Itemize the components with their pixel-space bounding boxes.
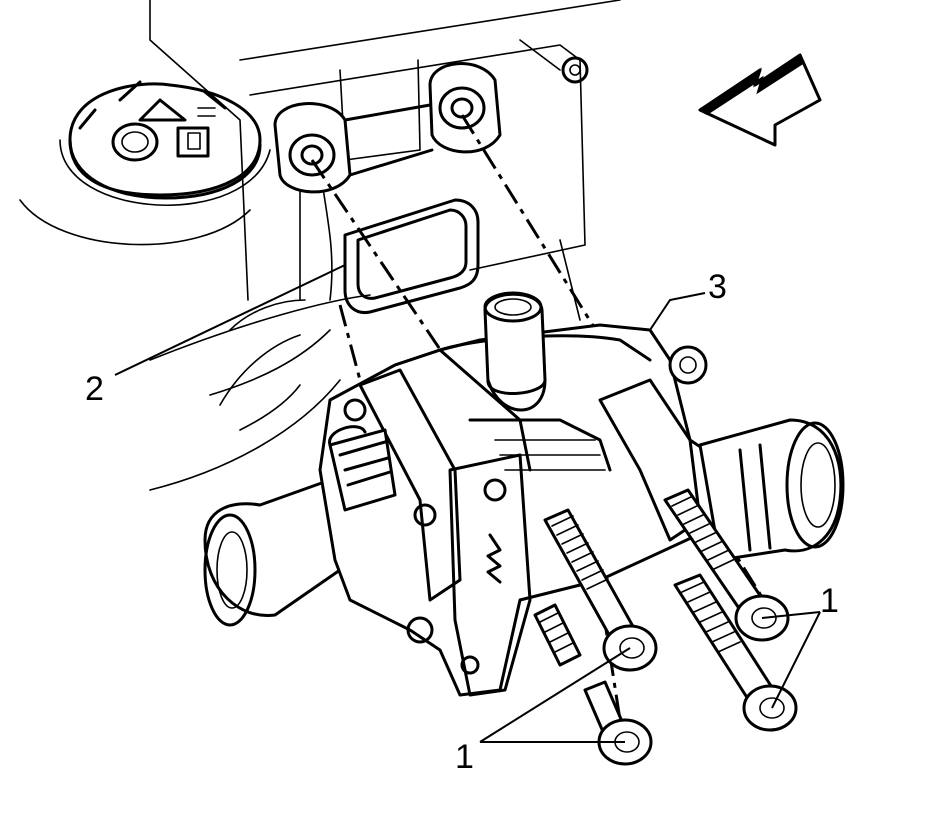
left-flange: [358, 368, 462, 602]
callout-housing: 3: [708, 268, 727, 306]
bolt-upper-left: [543, 508, 658, 672]
callout-bolts-right: 1: [820, 582, 839, 620]
leader-lines: [114, 264, 821, 743]
gasket: [343, 198, 480, 315]
bolt-lower-right: [673, 573, 798, 732]
leader-bolt-right-a: [761, 611, 821, 619]
bolts: [533, 488, 798, 766]
callout-bolts-left: 1: [455, 738, 474, 776]
leader-bolt-left-a: [479, 647, 631, 743]
mounting-bosses: [273, 56, 589, 194]
engine-background: [149, 0, 621, 491]
bolt-head: [742, 684, 798, 732]
center-flange: [448, 453, 532, 697]
engine-stud: [561, 56, 589, 84]
thermostat-housing: [203, 291, 845, 697]
leader-gasket: [114, 264, 346, 376]
callout-gasket: 2: [85, 370, 104, 408]
leader-housing: [649, 292, 706, 331]
reservoir-cap: [19, 80, 271, 246]
caution-triangle-icon: [138, 98, 187, 122]
warning-symbol-icon: [111, 122, 159, 162]
left-outlet-pipe: [203, 478, 342, 618]
leader-bolt-right-b: [771, 611, 821, 709]
top-inlet-neck: [483, 292, 547, 395]
bolt-lower-left: [533, 603, 653, 766]
sensor-connector: [328, 428, 397, 512]
front-direction-arrow-icon: [698, 53, 822, 147]
